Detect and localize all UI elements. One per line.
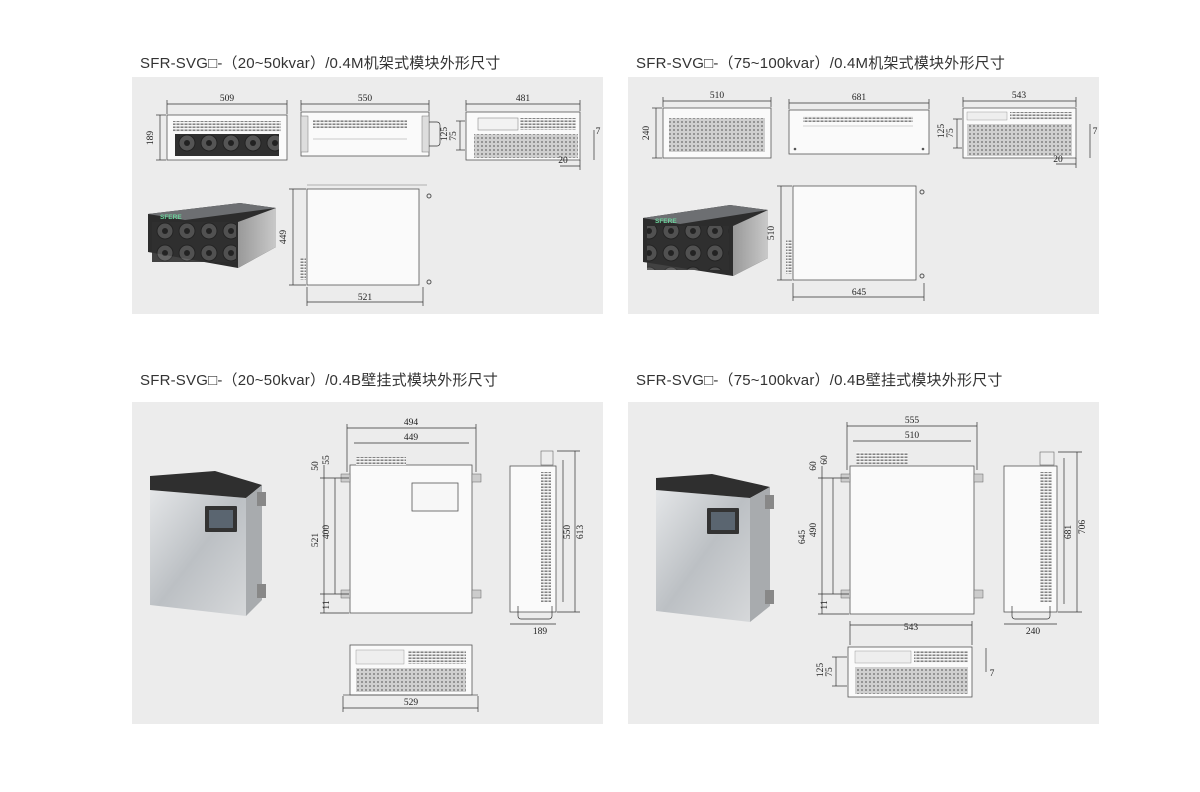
rack-small-side-width: 481	[516, 94, 531, 104]
rack-large-drawings: 510 240 681 543	[642, 91, 1098, 301]
rack-small-photo: SFERE	[148, 203, 276, 268]
rack-large-side-h1: 125	[937, 124, 947, 139]
wall-small-h-total: 521	[311, 533, 321, 548]
rack-large-side-h3: 7	[1093, 127, 1098, 137]
wall-small-side-h1: 550	[563, 525, 573, 540]
rack-large-front-view: 510 240	[642, 91, 772, 159]
title-wall-small: SFR-SVG□-（20~50kvar）/0.4B壁挂式模块外形尺寸	[140, 372, 499, 389]
wall-large-bottom-h1: 125	[816, 663, 826, 678]
title-wall-large: SFR-SVG□-（75~100kvar）/0.4B壁挂式模块外形尺寸	[636, 372, 1003, 389]
rack-large-side-h2: 75	[946, 128, 956, 138]
wall-large-side-depth: 240	[1026, 627, 1041, 637]
rack-small-rear-view: 550	[300, 94, 441, 157]
brand-logo-rack-small: SFERE	[160, 214, 182, 221]
rack-small-side-h1: 125	[440, 127, 450, 142]
wall-large-h-total: 645	[798, 530, 808, 545]
rack-small-drawings: 509 189 550	[146, 94, 601, 306]
wall-large-h-top2: 60	[820, 455, 830, 465]
rack-small-top-width: 521	[358, 293, 373, 303]
wall-small-h-mount: 400	[322, 525, 332, 540]
rack-small-side-h2: 75	[449, 131, 459, 141]
rack-small-front-view: 509 189	[146, 94, 288, 161]
wall-large-bottom-h2: 75	[825, 667, 835, 677]
wall-large-h-mount: 490	[809, 523, 819, 538]
rack-large-rear-view: 681	[788, 93, 930, 155]
wall-large-photo	[656, 474, 774, 622]
rack-small-side-h3: 7	[596, 127, 601, 137]
title-rack-large: SFR-SVG□-（75~100kvar）/0.4M机架式模块外形尺寸	[636, 55, 1006, 72]
wall-large-front-view: 555 510 60 60 645 490 11	[798, 416, 984, 615]
brand-logo-rack-large: SFERE	[655, 218, 677, 225]
wall-large-h-top1: 60	[809, 461, 819, 471]
rack-large-top-depth: 510	[767, 226, 777, 241]
wall-large-bottom-width: 543	[904, 623, 919, 633]
rack-small-side-d: 20	[558, 156, 568, 166]
wall-small-front-view: 494 449 50 55 521 400 11	[311, 418, 482, 614]
rack-small-front-height: 189	[146, 131, 156, 146]
wall-large-side-view: 681 706 240	[1003, 451, 1088, 637]
wall-large-outer-width: 555	[905, 416, 920, 426]
wall-small-side-depth: 189	[533, 627, 548, 637]
rack-small-front-width: 509	[220, 94, 235, 104]
rack-large-side-view: 543 125 75 7 20	[937, 91, 1098, 168]
wall-large-bottom-h3: 7	[990, 669, 995, 679]
rack-large-side-width: 543	[1012, 91, 1027, 101]
wall-large-side-h1: 681	[1064, 525, 1074, 540]
wall-small-photo	[150, 471, 266, 616]
rack-large-rear-width: 681	[852, 93, 867, 103]
rack-large-side-d: 20	[1053, 155, 1063, 165]
wall-large-h-bottom: 11	[820, 600, 830, 609]
rack-large-top-view: 510 645	[767, 185, 925, 301]
rack-small-top-depth: 449	[279, 230, 289, 245]
wall-small-side-h2: 613	[576, 525, 586, 540]
rack-small-top-view: 449 521	[279, 184, 432, 306]
title-rack-small: SFR-SVG□-（20~50kvar）/0.4M机架式模块外形尺寸	[140, 55, 501, 72]
wall-small-inner-width: 449	[404, 433, 419, 443]
rack-large-front-height: 240	[642, 126, 652, 141]
rack-large-photo: SFERE	[643, 205, 768, 276]
wall-small-side-view: 550 613 189	[509, 450, 586, 637]
wall-small-h-top1: 50	[311, 461, 321, 471]
rack-large-top-width: 645	[852, 288, 867, 298]
wall-large-inner-width: 510	[905, 431, 920, 441]
wall-small-h-bottom: 11	[322, 600, 332, 609]
wall-large-side-h2: 706	[1078, 520, 1088, 535]
wall-small-outer-width: 494	[404, 418, 419, 428]
wall-large-bottom-view: 543 125 75 7	[816, 621, 995, 698]
wall-small-bottom-view: 529	[342, 644, 479, 712]
wall-large-drawings: 555 510 60 60 645 490 11 681 706 240	[656, 416, 1088, 698]
rack-small-rear-width: 550	[358, 94, 373, 104]
wall-small-drawings: 494 449 50 55 521 400 11 550 613 189	[150, 418, 586, 712]
rack-large-front-width: 510	[710, 91, 725, 101]
wall-small-h-top2: 55	[322, 455, 332, 465]
rack-small-side-view: 481 125 75 7 20	[440, 94, 601, 170]
wall-small-bottom-width: 529	[404, 698, 419, 708]
